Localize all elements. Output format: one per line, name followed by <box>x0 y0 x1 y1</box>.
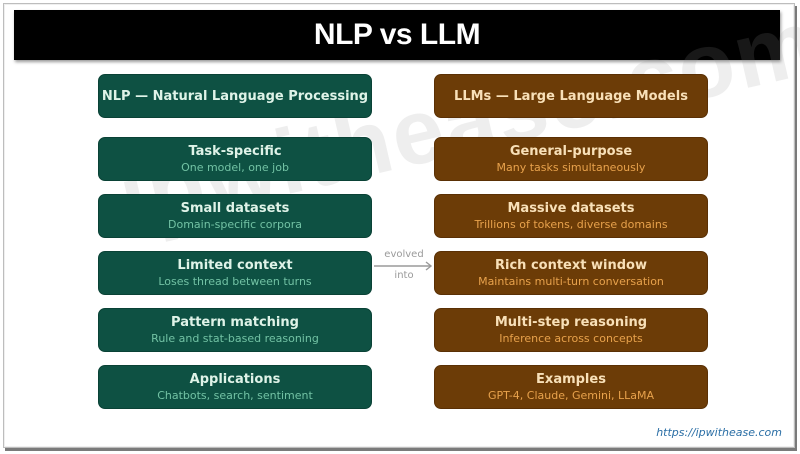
item-title: Multi-step reasoning <box>494 315 648 330</box>
nlp-header-label: NLP — Natural Language Processing <box>101 88 369 104</box>
page-title: NLP vs LLM <box>313 18 481 51</box>
connector-label-top: evolved <box>384 249 424 260</box>
item-title: Applications <box>189 372 281 387</box>
item-title: Examples <box>536 372 606 387</box>
item-title: Limited context <box>177 258 293 273</box>
item-subtitle: Loses thread between turns <box>158 275 312 288</box>
item-subtitle: Trillions of tokens, diverse domains <box>474 218 668 231</box>
item-subtitle: Rule and stat-based reasoning <box>151 332 319 345</box>
llm-item-general-purpose: General-purpose Many tasks simultaneousl… <box>434 137 708 181</box>
arrow-right-icon <box>374 261 433 271</box>
item-subtitle: Many tasks simultaneously <box>496 161 646 174</box>
item-title: Task-specific <box>188 144 282 159</box>
evolved-into-connector: evolved into <box>374 249 434 295</box>
llm-item-multi-step-reasoning: Multi-step reasoning Inference across co… <box>434 308 708 352</box>
nlp-item-applications: Applications Chatbots, search, sentiment <box>98 365 372 409</box>
item-title: General-purpose <box>509 144 633 159</box>
nlp-header-box: NLP — Natural Language Processing <box>98 74 372 118</box>
nlp-item-small-datasets: Small datasets Domain-specific corpora <box>98 194 372 238</box>
item-subtitle: One model, one job <box>181 161 289 174</box>
llm-header-label: LLMs — Large Language Models <box>454 88 688 104</box>
item-subtitle: Maintains multi-turn conversation <box>478 275 664 288</box>
item-title: Massive datasets <box>507 201 635 216</box>
item-subtitle: Inference across concepts <box>499 332 643 345</box>
llm-item-rich-context-window: Rich context window Maintains multi-turn… <box>434 251 708 295</box>
item-title: Pattern matching <box>171 315 299 330</box>
llm-item-massive-datasets: Massive datasets Trillions of tokens, di… <box>434 194 708 238</box>
nlp-item-limited-context: Limited context Loses thread between tur… <box>98 251 372 295</box>
nlp-item-task-specific: Task-specific One model, one job <box>98 137 372 181</box>
nlp-item-pattern-matching: Pattern matching Rule and stat-based rea… <box>98 308 372 352</box>
item-title: Small datasets <box>180 201 290 216</box>
source-url-link[interactable]: https://ipwithease.com <box>656 426 782 439</box>
title-bar: NLP vs LLM <box>14 10 780 60</box>
item-subtitle: GPT-4, Claude, Gemini, LLaMA <box>487 389 655 402</box>
llm-item-examples: Examples GPT-4, Claude, Gemini, LLaMA <box>434 365 708 409</box>
item-subtitle: Chatbots, search, sentiment <box>157 389 313 402</box>
connector-label-bottom: into <box>394 270 414 281</box>
llm-header-box: LLMs — Large Language Models <box>434 74 708 118</box>
item-title: Rich context window <box>495 258 647 273</box>
item-subtitle: Domain-specific corpora <box>168 218 302 231</box>
